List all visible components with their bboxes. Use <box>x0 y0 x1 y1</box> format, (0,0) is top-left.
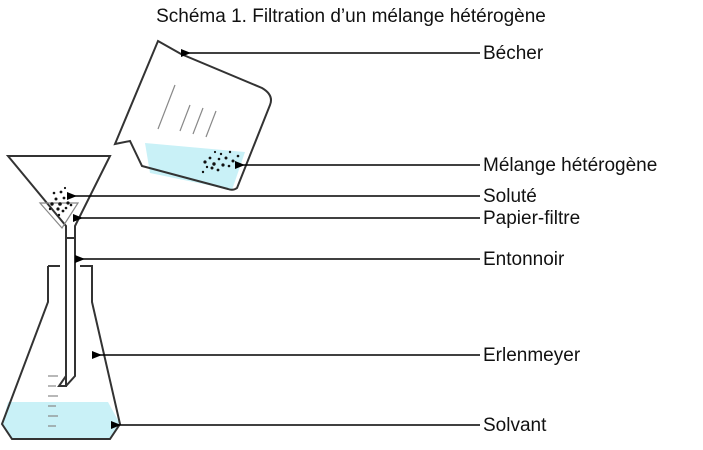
label-melange: Mélange hétérogène <box>483 155 657 176</box>
funnel-cone <box>5 155 112 239</box>
labels: Bécher Mélange hétérogène Soluté Papier-… <box>483 43 657 436</box>
leader-lines <box>67 49 480 429</box>
label-erlenmeyer: Erlenmeyer <box>483 345 581 366</box>
label-solvant: Solvant <box>483 415 547 436</box>
erlenmeyer-outline <box>0 265 122 440</box>
beaker-graduations <box>157 84 217 138</box>
solute-particles <box>48 186 73 217</box>
beaker <box>113 39 272 191</box>
funnel-stem <box>57 238 67 387</box>
beaker-outline <box>113 39 272 191</box>
diagram-title: Schéma 1. Filtration d’un mélange hétéro… <box>156 6 546 27</box>
label-solute: Soluté <box>483 186 537 207</box>
erlenmeyer-graduations <box>48 375 58 427</box>
erlenmeyer <box>0 265 122 440</box>
label-papier-filtre: Papier-filtre <box>483 208 580 229</box>
funnel-stem-right <box>65 238 76 387</box>
beaker-liquid <box>145 143 245 190</box>
erlenmeyer-liquid <box>2 402 120 439</box>
label-entonnoir: Entonnoir <box>483 249 565 270</box>
funnel <box>5 155 112 387</box>
label-becher: Bécher <box>483 43 544 64</box>
beaker-particles <box>201 150 240 174</box>
